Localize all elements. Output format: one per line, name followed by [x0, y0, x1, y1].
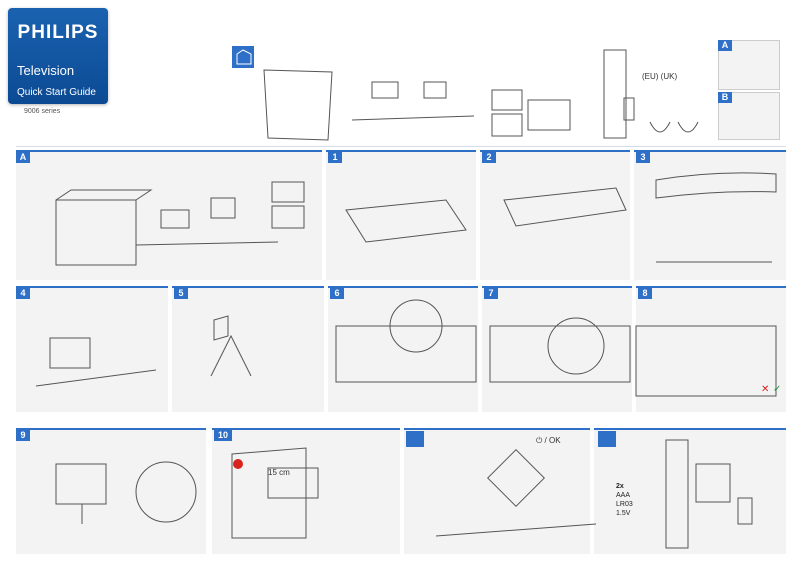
power-key-label: ⏻ / OK — [536, 436, 561, 445]
manual — [527, 99, 571, 131]
clearance-height: 15 cm — [268, 468, 290, 477]
step-badge: 5 — [174, 288, 188, 299]
clearance-unit: cm — [279, 468, 290, 477]
battery-count: 2x — [616, 483, 624, 490]
step-badge: 10 — [214, 430, 232, 441]
table-with-tv — [345, 199, 467, 243]
battery-type: AAA — [616, 492, 631, 499]
remote-panel — [594, 428, 786, 554]
screws-bag-2 — [491, 113, 523, 137]
tv-on-table — [267, 467, 319, 499]
box-contents-illustration — [232, 46, 699, 141]
screws-bag — [491, 89, 523, 111]
remote-control — [603, 49, 627, 139]
step-badge: A — [16, 152, 30, 163]
guide-title: Quick Start Guide — [17, 87, 96, 98]
step-badge: 7 — [484, 288, 498, 299]
battery-model: LR03 — [616, 501, 633, 508]
batteries — [623, 97, 635, 121]
option-b-badge: B — [718, 92, 732, 103]
warning-icon — [233, 459, 243, 469]
stand-bracket — [423, 81, 447, 99]
clearance-value: 15 — [268, 468, 277, 477]
step-panel — [172, 286, 324, 412]
battery-spec: 2x AAA LR03 1.5V — [616, 482, 633, 518]
step-panel — [16, 286, 168, 412]
tv-panel — [263, 69, 333, 141]
battery-voltage: 1.5V — [616, 510, 631, 517]
step-panel — [480, 150, 630, 280]
step-panel — [16, 428, 206, 554]
step-badge: 1 — [328, 152, 342, 163]
step-panel — [636, 286, 786, 412]
step-badge: 2 — [482, 152, 496, 163]
tv-box — [55, 189, 153, 266]
step-badge: 9 — [16, 430, 30, 441]
svg-text:✓: ✓ — [773, 384, 781, 395]
step-badge: 8 — [638, 288, 652, 299]
power-key-icon — [406, 431, 424, 447]
row1-illustrations — [55, 172, 777, 266]
power-panel — [404, 428, 590, 554]
step-badge: 4 — [16, 288, 30, 299]
philips-logo: PHILIPS — [17, 22, 99, 43]
step-panel — [482, 286, 632, 412]
row-divider — [16, 146, 786, 147]
step-panel — [634, 150, 786, 280]
step-badge: 3 — [636, 152, 650, 163]
power-cord-eu — [649, 121, 671, 133]
power-button — [487, 449, 545, 507]
stand-bar — [135, 241, 279, 246]
option-a-badge: A — [718, 40, 732, 51]
remote-icon — [598, 431, 616, 447]
step-panel — [326, 150, 476, 280]
row2-illustrations: ✕ ✓ — [35, 299, 781, 397]
brand-block: PHILIPS Television Quick Start Guide — [8, 8, 108, 104]
row3-illustrations — [55, 439, 753, 549]
series-label: 9006 series — [24, 108, 61, 115]
stand-bar — [351, 115, 475, 121]
power-cord-uk — [677, 121, 699, 133]
step-badge: 6 — [330, 288, 344, 299]
svg-text:✕: ✕ — [761, 384, 769, 395]
step-panel — [16, 150, 322, 280]
product-title: Television — [17, 63, 75, 78]
stand-part — [371, 81, 399, 99]
plug-labels: (EU) (UK) — [642, 72, 678, 81]
